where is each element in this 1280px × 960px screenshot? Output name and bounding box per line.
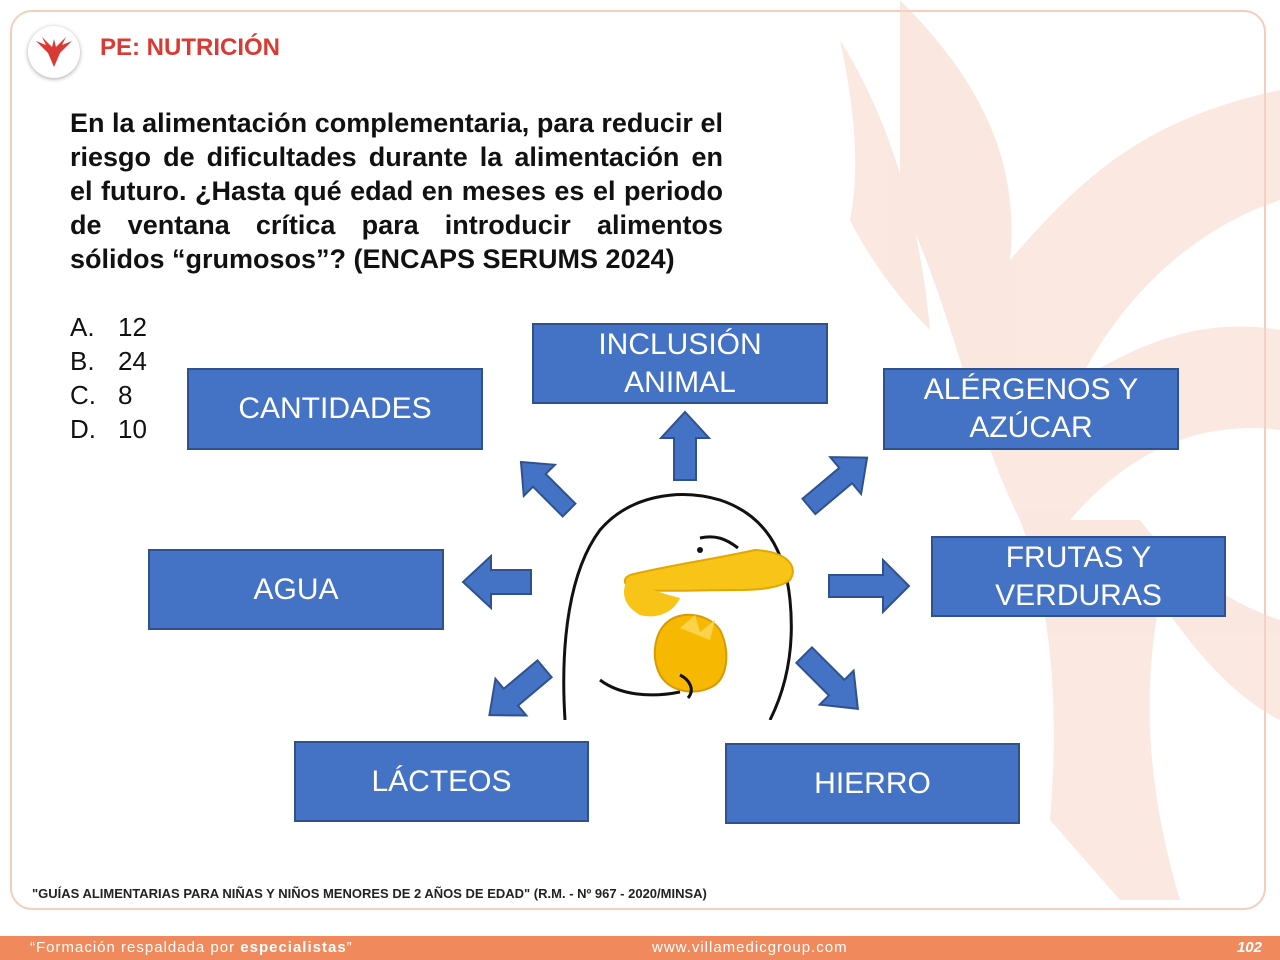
arrow-down-right-icon [794,645,860,711]
question-text: En la alimentación complementaria, para … [70,108,723,274]
box-hierro: HIERRO [725,743,1020,824]
phoenix-logo-icon [36,37,72,67]
page-number: 102 [1236,939,1262,956]
arrow-left-icon [461,553,532,611]
arrow-right-icon [828,558,911,615]
answer-options: A.12 B.24 C.8 D.10 [70,310,147,446]
slide-frame [10,10,1266,910]
box-lacteos: LÁCTEOS [294,741,589,822]
option-a: A.12 [70,312,147,342]
option-d: D.10 [70,414,147,444]
footer-slogan: “Formación respaldada por especialistas” [30,939,353,956]
arrow-up-icon [658,410,712,481]
source-citation: "GUÍAS ALIMENTARIAS PARA NIÑAS Y NIÑOS M… [32,886,707,901]
option-c: C.8 [70,380,133,410]
arrow-up-left-icon [519,460,577,518]
option-b: B.24 [70,346,147,376]
box-agua: AGUA [148,549,444,630]
page-title: PE: NUTRICIÓN [100,34,280,61]
duck-mascot-eating-banana [562,493,794,720]
footer-url[interactable]: www.villamedicgroup.com [652,939,848,956]
logo [28,26,80,78]
arrow-up-right-icon [801,456,869,516]
box-cantidades: CANTIDADES [187,368,483,450]
footer-bar: “Formación respaldada por especialistas”… [0,936,1280,960]
arrow-down-left-icon [488,659,554,717]
